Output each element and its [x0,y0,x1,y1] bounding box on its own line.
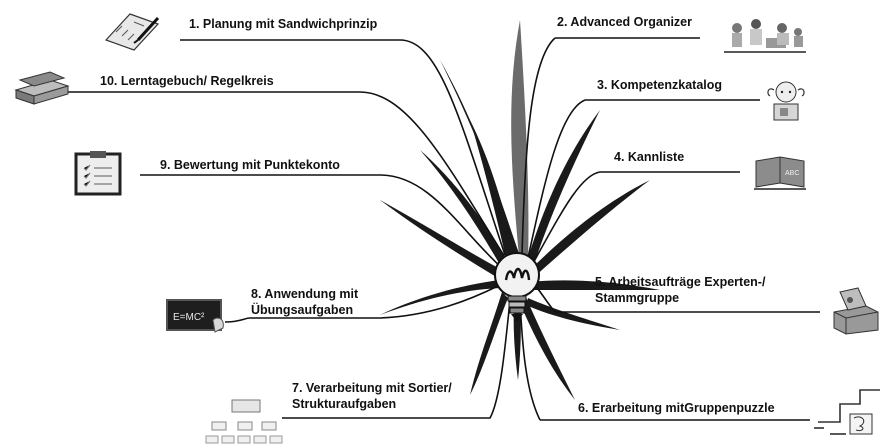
children-group-icon [722,14,808,58]
branch-label-6: 6. Erarbeitung mitGruppenpuzzle [578,400,775,416]
branch-line-9 [140,175,502,268]
branch-label-5-line1: 5. Arbeitsaufträge Experten-/ [595,274,765,290]
branch-label-7-line2: Strukturaufgaben [292,396,452,412]
girl-reading-icon [762,78,810,124]
branch-label-7-line1: 7. Verarbeitung mit Sortier/ [292,380,452,396]
chalkboard-formula: E=MC² [173,312,205,323]
branch-label-8: 8. Anwendung mit Übungsaufgaben [251,286,358,318]
open-book-icon: ABC [752,153,808,191]
branch-lines [68,38,820,420]
book-label: ABC [785,170,799,177]
branch-label-2: 2. Advanced Organizer [557,14,692,30]
branch-label-10: 10. Lerntagebuch/ Regelkreis [100,73,274,89]
box-icon [826,286,882,336]
chalkboard-icon: E=MC² [165,296,227,336]
branch-label-7: 7. Verarbeitung mit Sortier/ Strukturauf… [292,380,452,412]
checklist-pen-icon [100,10,162,52]
branch-label-8-line2: Übungsaufgaben [251,302,358,318]
clipboard-icon [72,150,128,198]
books-icon [10,66,72,108]
structure-chart-icon [204,396,286,446]
branch-label-5: 5. Arbeitsaufträge Experten-/ Stammgrupp… [595,274,765,306]
puzzle-icon [810,384,882,440]
branch-label-9: 9. Bewertung mit Punktekonto [160,157,340,173]
branch-label-4: 4. Kannliste [614,149,684,165]
branch-label-3: 3. Kompetenzkatalog [597,77,722,93]
branch-label-1: 1. Planung mit Sandwichprinzip [189,16,377,32]
branch-label-8-line1: 8. Anwendung mit [251,286,358,302]
branch-label-5-line2: Stammgruppe [595,290,765,306]
